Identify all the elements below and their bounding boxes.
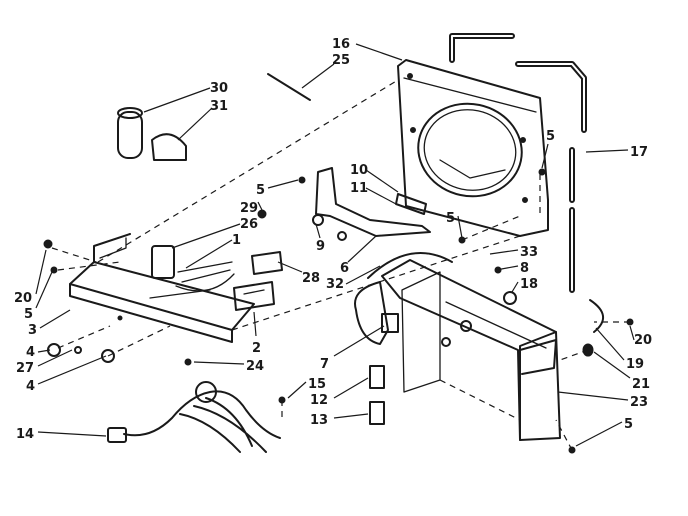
callout-4-b: 4 bbox=[26, 379, 35, 394]
callout-10: 10 bbox=[350, 163, 368, 178]
callout-18: 18 bbox=[520, 277, 538, 292]
terminal-block-part bbox=[233, 251, 283, 311]
callout-8: 8 bbox=[520, 261, 529, 276]
capacitor-part bbox=[117, 107, 187, 161]
callout-31: 31 bbox=[210, 99, 228, 114]
callout-5-b: 5 bbox=[256, 183, 265, 198]
leader-lines bbox=[35, 43, 635, 447]
callout-16: 16 bbox=[332, 37, 350, 52]
gasket-seal-part bbox=[449, 33, 587, 293]
callout-14: 14 bbox=[16, 427, 34, 442]
callout-7: 7 bbox=[320, 357, 329, 372]
callout-3: 3 bbox=[28, 323, 37, 338]
callout-1: 1 bbox=[232, 233, 241, 248]
callout-13: 13 bbox=[310, 413, 328, 428]
callout-5-a: 5 bbox=[546, 129, 555, 144]
callout-5-c: 5 bbox=[446, 211, 455, 226]
callout-5-d: 5 bbox=[24, 307, 33, 322]
callout-21: 21 bbox=[632, 377, 650, 392]
callout-4-a: 4 bbox=[26, 345, 35, 360]
switch-part bbox=[151, 245, 235, 292]
clip-part bbox=[395, 193, 427, 215]
callout-20-b: 20 bbox=[634, 333, 652, 348]
motor-part bbox=[354, 281, 399, 345]
callout-25: 25 bbox=[332, 53, 350, 68]
fasteners bbox=[43, 168, 634, 454]
callout-17: 17 bbox=[630, 145, 648, 160]
control-base-part bbox=[69, 233, 255, 343]
assembly-guide-lines bbox=[51, 79, 630, 451]
callout-24: 24 bbox=[246, 359, 264, 374]
callout-27: 27 bbox=[16, 361, 34, 376]
callout-28: 28 bbox=[302, 271, 320, 286]
callout-11: 11 bbox=[350, 181, 368, 196]
wiring-harness-part bbox=[107, 381, 281, 453]
callout-12: 12 bbox=[310, 393, 328, 408]
rod-part bbox=[267, 73, 311, 101]
callout-26: 26 bbox=[240, 217, 258, 232]
callout-15: 15 bbox=[308, 377, 326, 392]
callout-5-e: 5 bbox=[624, 417, 633, 432]
callout-19: 19 bbox=[626, 357, 644, 372]
callout-23: 23 bbox=[630, 395, 648, 410]
callout-20-a: 20 bbox=[14, 291, 32, 306]
callout-2: 2 bbox=[252, 341, 261, 356]
tube-part bbox=[367, 252, 453, 279]
callout-32: 32 bbox=[326, 277, 344, 292]
callout-labels: 16 25 30 31 17 5 5 10 11 29 26 1 5 9 33 … bbox=[14, 37, 652, 442]
mounting-bracket-part bbox=[312, 167, 431, 241]
callout-29: 29 bbox=[240, 201, 258, 216]
callout-6: 6 bbox=[340, 261, 349, 276]
back-panel-part bbox=[397, 59, 549, 237]
callout-30: 30 bbox=[210, 81, 228, 96]
callout-33: 33 bbox=[520, 245, 538, 260]
grommet-part bbox=[582, 299, 604, 357]
callout-9: 9 bbox=[316, 239, 325, 254]
relay-part bbox=[369, 365, 385, 425]
